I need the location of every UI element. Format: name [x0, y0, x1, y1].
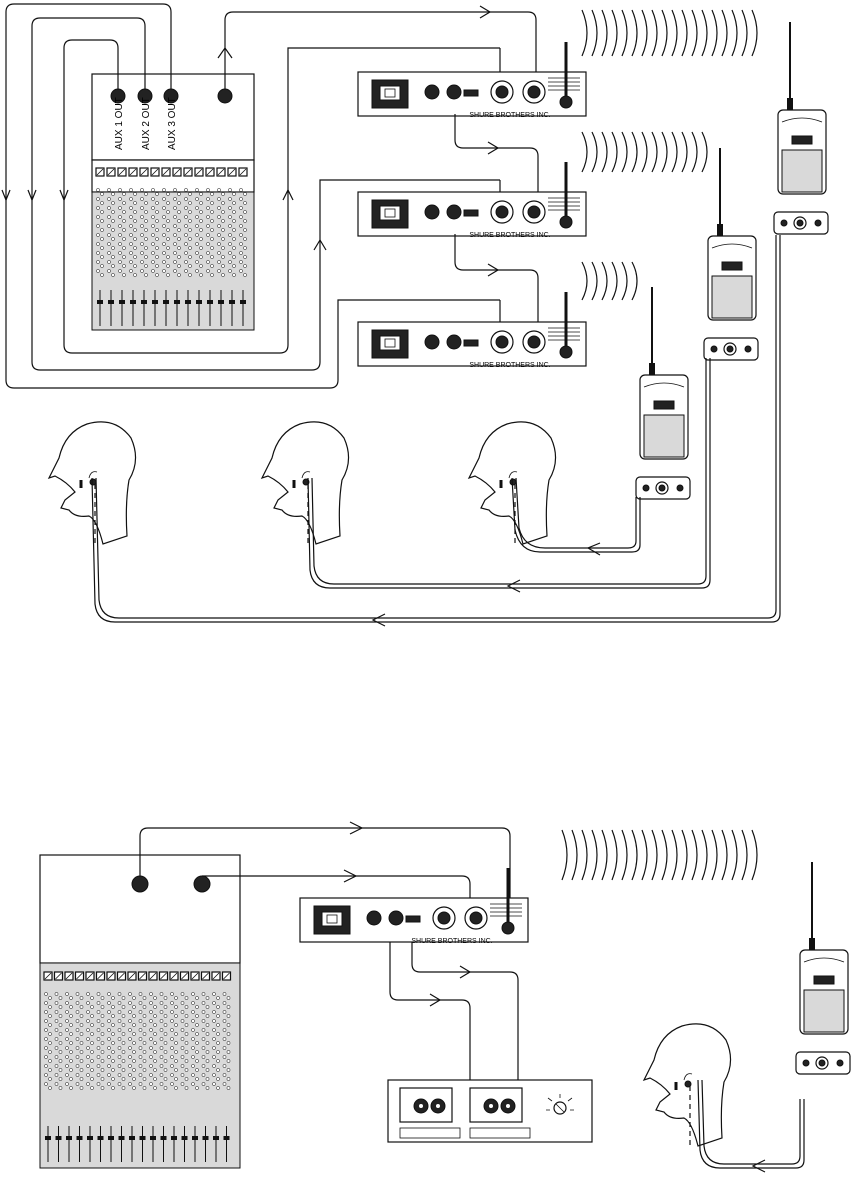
bodypack-receiver-icon: [636, 287, 690, 499]
bodypack-receiver-icon: [704, 148, 758, 360]
radio-waves-icon: [562, 830, 757, 880]
cassette-deck-icon: [388, 1080, 592, 1142]
transmitter-rack-icon: [358, 292, 586, 366]
aux2-label: AUX 2 OUT: [141, 97, 152, 150]
head-profile-icon: [644, 1024, 731, 1146]
rack4-brand: SHURE BROTHERS INC.: [411, 938, 492, 945]
aux1-label: AUX 1 OUT: [114, 97, 125, 150]
aux3-label: AUX 3 OUT: [167, 97, 178, 150]
head-profile-icon: [262, 422, 349, 544]
rack1-brand: SHURE BROTHERS INC.: [469, 112, 550, 119]
transmitter-rack-icon: [300, 868, 528, 942]
rack3-brand: SHURE BROTHERS INC.: [469, 362, 550, 369]
rack2-brand: SHURE BROTHERS INC.: [469, 232, 550, 239]
transmitter-rack-icon: [358, 42, 586, 116]
transmitter-rack-icon: [358, 162, 586, 236]
bodypack-receiver-icon: [774, 22, 828, 234]
mixer-console-icon: [40, 855, 240, 1168]
brand-labels: SHURE BROTHERS INC. SHURE BROTHERS INC. …: [411, 112, 550, 945]
bodypack-receiver-icon: [796, 862, 850, 1074]
